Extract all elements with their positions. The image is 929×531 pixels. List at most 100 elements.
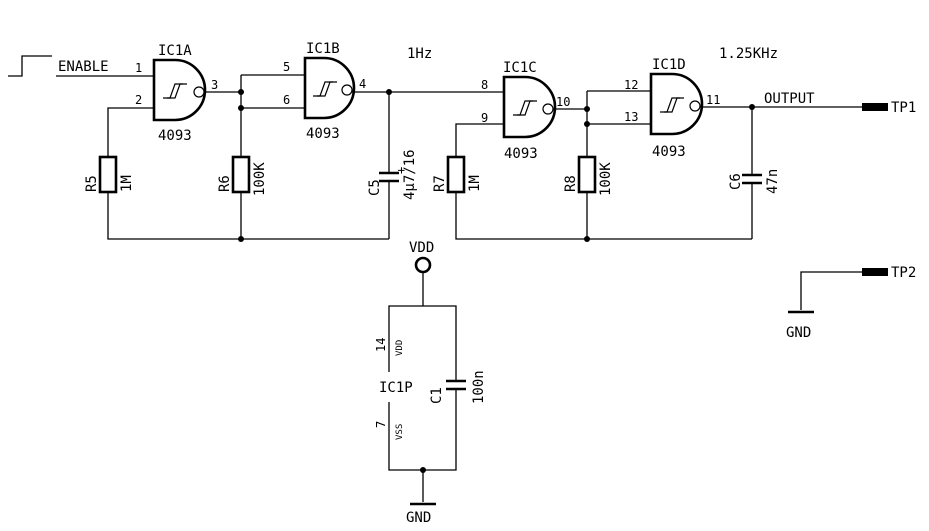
gate-ic1d-ref: IC1D (652, 57, 686, 73)
resistor-r5-ref: R5 (84, 175, 100, 192)
test-point-tp2-ref: TP2 (891, 265, 916, 281)
capacitor-c5: + C5 4µ7/16 (367, 149, 418, 200)
vdd-terminal-icon (414, 256, 432, 274)
junction-dot (238, 105, 244, 111)
output-label: OUTPUT (764, 91, 815, 107)
gate-ic1c-body (502, 75, 557, 139)
resistor-r7: R7 1M (432, 155, 483, 194)
gate-ic1b-schmitt-icon (313, 81, 333, 97)
gate-ic1d-pin-11: 11 (706, 93, 720, 107)
gate-ic1c-schmitt-icon (513, 100, 533, 116)
capacitor-c5-value: 4µ7/16 (402, 149, 418, 200)
ic1p-vdd-label: VDD (395, 340, 405, 356)
gate-ic1b-schmitt-icon (317, 81, 337, 97)
enable-input: ENABLE (8, 55, 154, 77)
gate-ic1c-part: 4093 (504, 146, 538, 162)
junction-dot (749, 104, 755, 110)
wires-stage-2 (455, 90, 862, 240)
gate-ic1a-part: 4093 (158, 128, 192, 144)
wire-ic1c-pin9-to-r7 (455, 123, 504, 157)
gate-ic1a-pin-3: 3 (211, 78, 218, 92)
wire-bottom-bus-1 (107, 192, 389, 240)
ic1p-vss-label: VSS (395, 424, 405, 440)
ic1p-ref: IC1P (379, 380, 413, 396)
resistor-r7-value: 1M (467, 175, 483, 192)
resistor-r6-ref: R6 (217, 175, 233, 192)
gate-ic1d: IC1D 4093 12 13 11 (624, 57, 720, 160)
gate-ic1a-schmitt-icon (167, 83, 187, 99)
resistor-r6-body (231, 155, 251, 194)
gate-ic1d-schmitt-icon (660, 97, 680, 113)
resistor-r8: R8 100K (563, 155, 614, 196)
gate-ic1d-pin-12: 12 (624, 78, 638, 92)
ic1p-pin-7: 7 (374, 421, 388, 428)
gate-ic1b-bubble (341, 84, 353, 96)
gate-ic1c-pin-8: 8 (481, 78, 488, 92)
ground-label-bottom: GND (406, 510, 431, 526)
junctions (238, 89, 755, 473)
test-point-tp2-pad (862, 268, 888, 276)
gate-ic1b-pin-5: 5 (283, 60, 290, 74)
capacitor-c1-ref: C1 (429, 387, 445, 404)
test-point-tp1: TP1 (862, 100, 916, 116)
resistor-r7-ref: R7 (432, 175, 448, 192)
gate-ic1d-body (649, 72, 704, 136)
gate-ic1b-body (303, 56, 356, 120)
wire-bottom-bus-2 (455, 192, 752, 240)
gate-ic1b-ref: IC1B (306, 41, 340, 57)
junction-dot (238, 89, 244, 95)
gate-ic1c-pin-9: 9 (481, 111, 488, 125)
junction-dot (584, 121, 590, 127)
gate-ic1a-pin-2: 2 (135, 93, 142, 107)
gate-ic1a-ref: IC1A (158, 43, 192, 59)
gate-ic1c-schmitt-icon (517, 100, 537, 116)
test-point-tp1-pad (862, 103, 888, 111)
ground-label-right: GND (786, 325, 811, 341)
capacitor-c5-ref: C5 (367, 179, 383, 196)
power-section: VDD GND 14 VDD IC1P 7 VSS C1 100n (374, 240, 487, 526)
junction-dot (238, 236, 244, 242)
wire-tp2-ground (800, 271, 862, 310)
test-point-tp1-ref: TP1 (891, 100, 916, 116)
wire-vdd-rail (388, 305, 457, 381)
resistor-r7-body (446, 155, 466, 194)
gate-ic1d-pin-13: 13 (624, 110, 638, 124)
enable-label: ENABLE (58, 59, 109, 75)
wire-ic1a-pin2-to-r5 (107, 107, 154, 157)
resistor-r5-value: 1M (119, 175, 135, 192)
capacitor-c1-value: 100n (471, 370, 487, 404)
gate-ic1b-part: 4093 (306, 126, 340, 142)
wires-stage-1 (107, 74, 504, 240)
capacitor-c6-value: 47n (765, 169, 781, 194)
frequency-label-1-25khz: 1.25KHz (719, 46, 778, 62)
resistor-r8-value: 100K (598, 162, 614, 196)
vdd-rail-label: VDD (409, 240, 434, 256)
enable-step-symbol (8, 55, 52, 77)
gate-ic1a: IC1A 4093 1 2 3 (135, 43, 218, 144)
frequency-label-1hz: 1Hz (407, 46, 432, 62)
gate-ic1b-pin-6: 6 (283, 93, 290, 107)
resistor-r5-body (98, 155, 118, 194)
gate-ic1a-body (152, 58, 207, 122)
junction-dot (386, 89, 392, 95)
gate-ic1a-schmitt-icon (163, 83, 183, 99)
ic1p-pin-14: 14 (374, 338, 388, 352)
capacitor-c5-polarity: + (394, 167, 408, 174)
gate-ic1c-ref: IC1C (503, 60, 537, 76)
gate-ic1d-bubble (689, 100, 701, 112)
resistor-r8-body (577, 155, 597, 194)
gate-ic1c: IC1C 4093 8 9 10 (481, 60, 570, 162)
resistor-r8-ref: R8 (563, 175, 579, 192)
gate-ic1c-pin-10: 10 (556, 95, 570, 109)
test-point-tp2: TP2 GND (786, 265, 916, 341)
gate-ic1b-pin-4: 4 (359, 77, 366, 91)
gate-ic1b: IC1B 4093 5 6 4 (283, 41, 366, 142)
gate-ic1a-pin-1: 1 (135, 61, 142, 75)
junction-dot (584, 236, 590, 242)
capacitor-c6-ref: C6 (728, 173, 744, 190)
capacitor-c6: C6 47n (728, 169, 781, 194)
resistor-r6-value: 100K (252, 162, 268, 196)
resistor-r6: R6 100K (217, 155, 268, 196)
junction-dot (584, 106, 590, 112)
